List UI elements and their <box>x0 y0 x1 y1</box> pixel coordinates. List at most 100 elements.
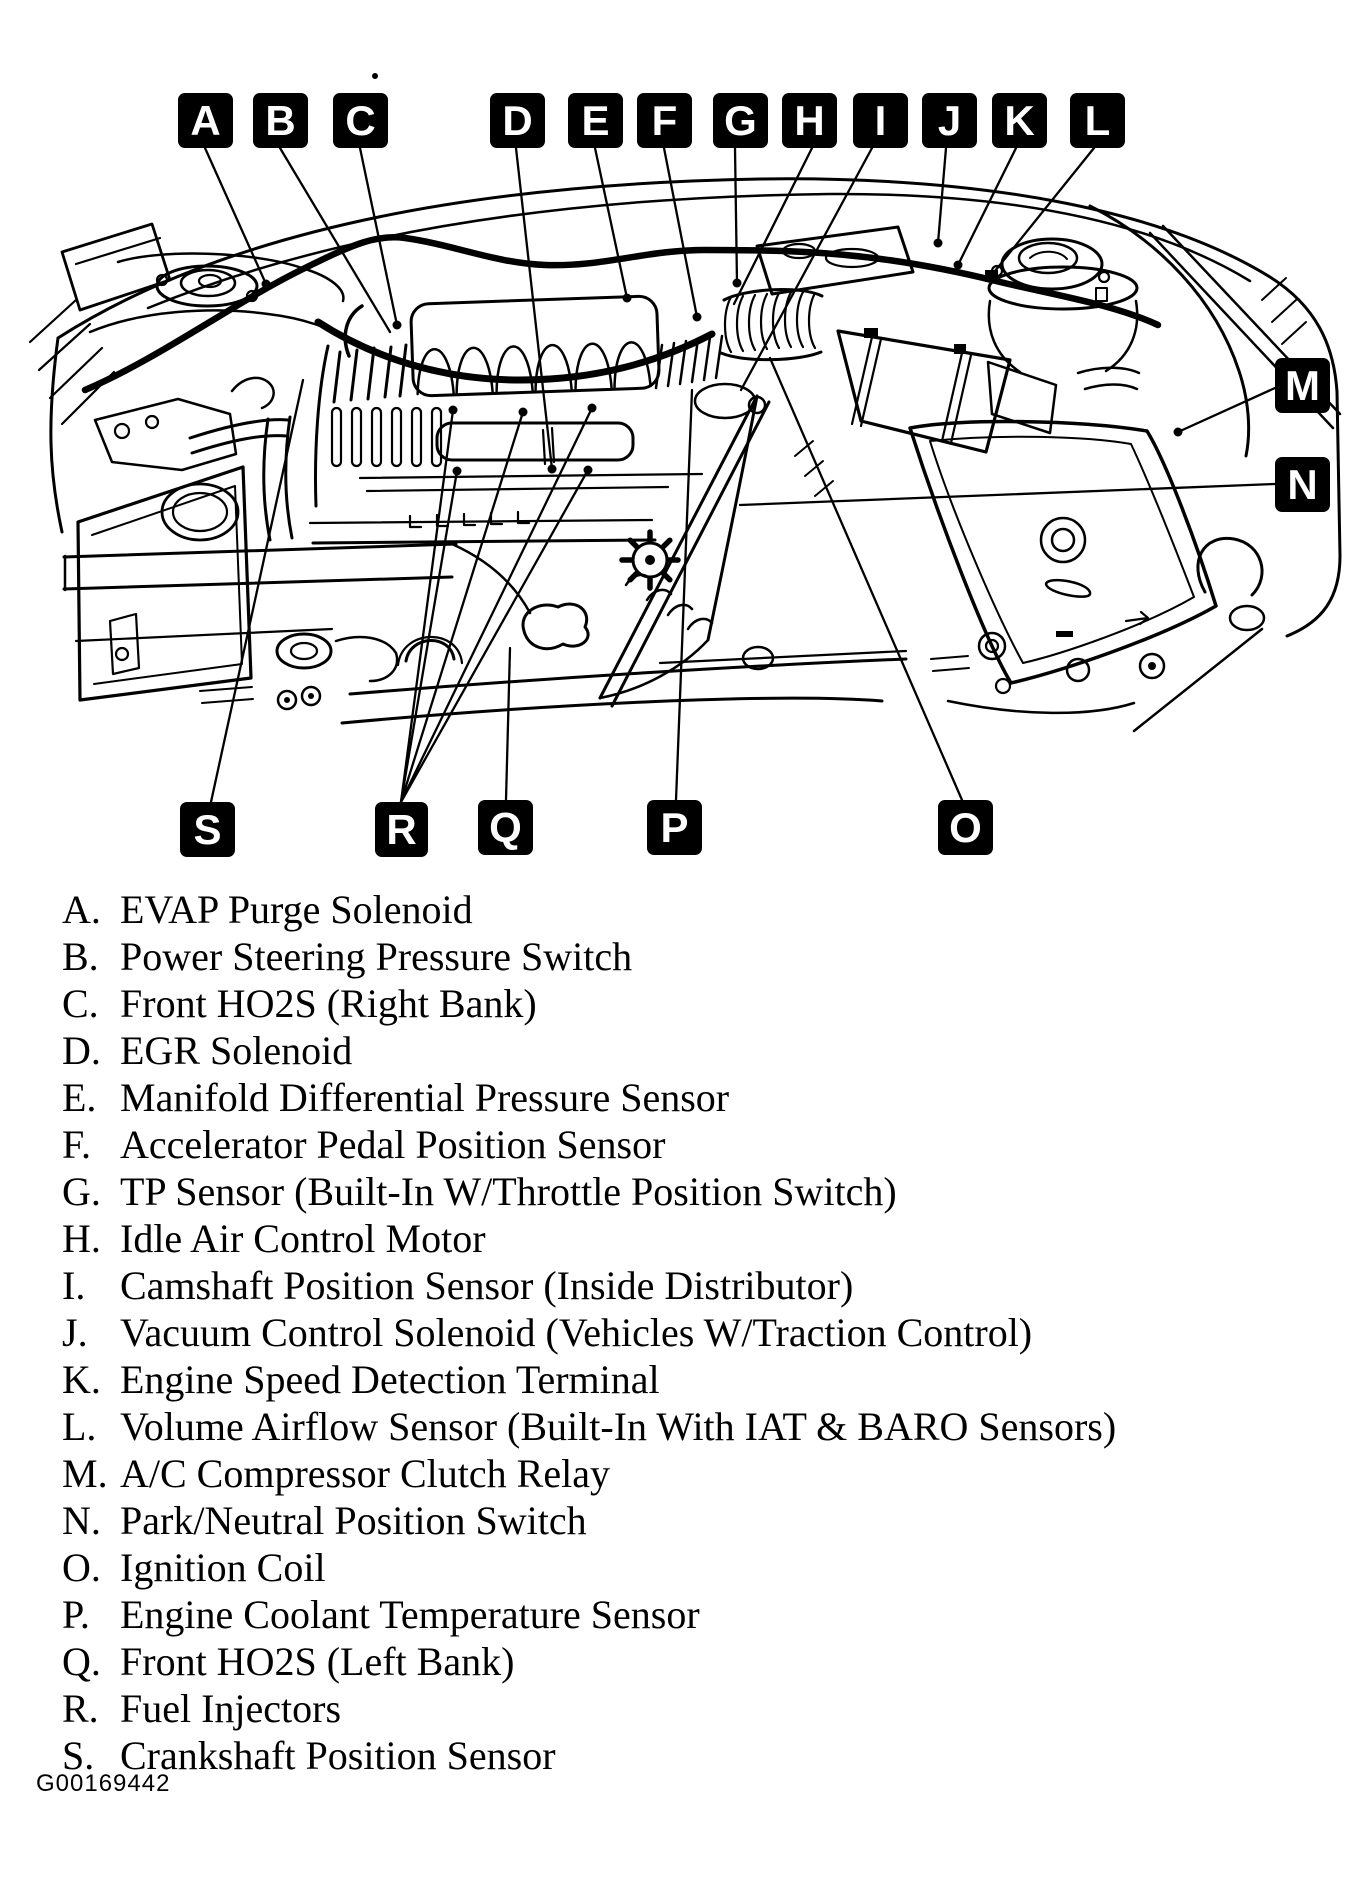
legend-item-C: C. Front HO2S (Right Bank) <box>62 980 1322 1027</box>
leader-line-R <box>399 408 455 804</box>
figure-id-code: G00169442 <box>36 1770 171 1797</box>
callout-box-E: E <box>568 93 623 148</box>
callout-box-P: P <box>647 800 702 855</box>
callout-box-O: O <box>938 800 993 855</box>
leader-endpoint-dot-M <box>1173 427 1183 437</box>
callout-box-F: F <box>637 93 692 148</box>
legend-letter: Q. <box>62 1639 101 1684</box>
callout-box-N: N <box>1275 457 1330 512</box>
legend-letter: M. <box>62 1451 108 1496</box>
legend-item-O: O.Ignition Coil <box>62 1544 1322 1591</box>
callout-box-L: L <box>1070 93 1125 148</box>
callout-box-G: G <box>713 93 768 148</box>
legend-label: Park/Neutral Position Switch <box>120 1498 587 1543</box>
air-cleaner <box>836 270 1058 454</box>
callout-box-R: R <box>375 802 428 857</box>
legend-letter: S. <box>62 1733 95 1778</box>
engine-valve-cover <box>308 304 704 545</box>
legend-label: Front HO2S (Left Bank) <box>120 1639 515 1684</box>
leader-line-R <box>399 406 594 804</box>
crank-pulley <box>199 632 399 711</box>
harness-hose <box>81 234 1162 394</box>
leader-line-H <box>732 146 814 306</box>
legend-item-N: N. Park/Neutral Position Switch <box>62 1497 1322 1544</box>
leader-line-E <box>593 146 629 300</box>
leader-line-C <box>358 146 399 327</box>
callout-box-S: S <box>180 802 235 857</box>
leader-line-S <box>209 378 305 804</box>
callout-box-C: C <box>333 93 388 148</box>
leader-endpoint-dot-C <box>392 320 402 330</box>
leader-line-R <box>399 410 525 804</box>
leader-endpoint-dot-E <box>622 293 632 303</box>
legend-label: Power Steering Pressure Switch <box>120 934 633 979</box>
legend-label: EGR Solenoid <box>120 1028 353 1073</box>
intake-snorkel <box>755 225 915 296</box>
leader-line-O <box>768 356 964 802</box>
legend-item-F: F.Accelerator Pedal Position Sensor <box>62 1121 1322 1168</box>
leader-endpoint-dot-G <box>732 278 742 288</box>
legend-label: Engine Speed Detection Terminal <box>120 1357 660 1402</box>
engine-line-art <box>28 73 1342 804</box>
legend-letter: R. <box>62 1686 99 1731</box>
legend-letter: G. <box>62 1169 101 1214</box>
legend-label: Front HO2S (Right Bank) <box>120 981 537 1026</box>
leader-line-R <box>399 468 590 804</box>
leader-line-L <box>989 146 1096 278</box>
leader-endpoint-dot-J <box>933 238 943 248</box>
legend-item-G: G.TP Sensor (Built-In W/Throttle Positio… <box>62 1168 1322 1215</box>
left-fender <box>28 222 172 426</box>
callout-box-B: B <box>253 93 308 148</box>
legend-label: Ignition Coil <box>120 1545 326 1590</box>
callout-box-K: K <box>992 93 1047 148</box>
legend-label: Idle Air Control Motor <box>120 1216 486 1261</box>
legend-letter: P. <box>62 1592 90 1637</box>
leader-endpoint-dot-F <box>692 312 702 322</box>
leader-line-B <box>278 146 392 334</box>
legend-item-P: P. Engine Coolant Temperature Sensor <box>62 1591 1322 1638</box>
legend-label: Camshaft Position Sensor (Inside Distrib… <box>120 1263 854 1308</box>
callout-box-H: H <box>782 93 837 148</box>
legend-label: Accelerator Pedal Position Sensor <box>120 1122 666 1167</box>
leader-endpoint-dot-D <box>547 464 557 474</box>
legend-label: Fuel Injectors <box>120 1686 342 1731</box>
leader-line-D <box>514 146 554 471</box>
crossmember <box>62 542 908 725</box>
legend-label: Engine Coolant Temperature Sensor <box>120 1592 700 1637</box>
corrugated-intake-duct <box>654 288 824 390</box>
legend-item-I: I.Camshaft Position Sensor (Inside Distr… <box>62 1262 1322 1309</box>
callout-box-D: D <box>490 93 545 148</box>
leader-line-J <box>936 146 948 245</box>
leader-line-N <box>738 482 1277 507</box>
callout-box-A: A <box>178 93 233 148</box>
leader-line-P <box>674 388 694 802</box>
callout-box-J: J <box>922 93 977 148</box>
legend-label: A/C Compressor Clutch Relay <box>120 1451 610 1496</box>
leader-line-A <box>203 146 268 286</box>
legend-label: Volume Airflow Sensor (Built-In With IAT… <box>120 1404 1117 1449</box>
legend-item-H: H. Idle Air Control Motor <box>62 1215 1322 1262</box>
leader-endpoint-dot-K <box>953 260 963 270</box>
leader-endpoint-dot-R <box>587 403 597 413</box>
leader-line-Q <box>504 646 512 802</box>
callout-leader-lines <box>203 146 1277 804</box>
leader-endpoint-dot-R <box>518 407 528 417</box>
power-steering-pump <box>93 376 294 542</box>
leader-line-G <box>733 146 739 285</box>
right-strut-tower <box>987 237 1139 374</box>
legend-letter: J. <box>62 1310 88 1355</box>
leader-line-K <box>956 146 1018 267</box>
legend-item-D: D.EGR Solenoid <box>62 1027 1322 1074</box>
gear-sprocket <box>619 529 681 591</box>
leader-endpoint-dot-R <box>452 466 462 476</box>
legend-item-S: S.Crankshaft Position Sensor <box>62 1732 1322 1779</box>
legend-item-B: B. Power Steering Pressure Switch <box>62 933 1322 980</box>
legend-letter: N. <box>62 1498 101 1543</box>
legend-letter: H. <box>62 1216 101 1261</box>
legend-letter: C. <box>62 981 99 1026</box>
legend-item-A: A.EVAP Purge Solenoid <box>62 886 1322 933</box>
legend-letter: B. <box>62 934 99 979</box>
